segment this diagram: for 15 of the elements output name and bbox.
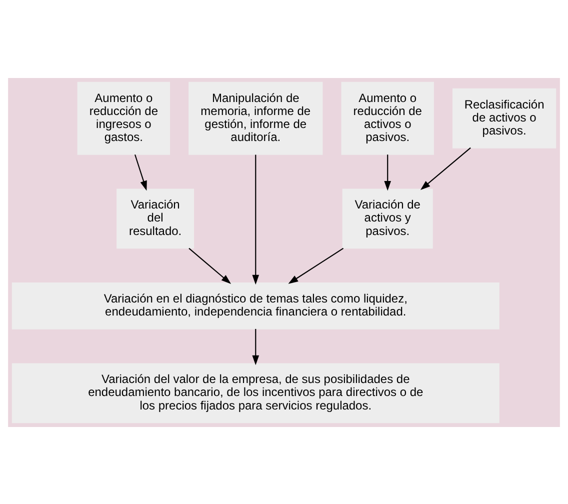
arrow xyxy=(420,146,471,190)
arrow xyxy=(188,247,232,284)
node-box: Aumento o reducción de ingresos o gastos. xyxy=(77,81,170,154)
arrow xyxy=(288,247,344,284)
node-box: Reclasificación de activos o pasivos. xyxy=(452,88,556,148)
arrow xyxy=(252,328,260,365)
node-box: Variación del valor de la empresa, de sus posibilidades de endeudamiento bancario, de los incentivos para directivos o de los precios fijados para servicios regulados. xyxy=(12,362,500,423)
node-box: Variación de activos y pasivos. xyxy=(342,188,433,248)
arrow xyxy=(384,154,392,190)
node-box: Variación en el diagnóstico de temas tales como liquidez, endeudamiento, independencia financiera o rentabilidad. xyxy=(12,282,500,329)
arrow xyxy=(252,154,260,284)
node-box: Aumento o reducción de activos o pasivos. xyxy=(341,81,434,154)
node-box: Manipulación de memoria, informe de gestión, informe de auditoría. xyxy=(188,81,323,154)
arrow xyxy=(134,154,147,190)
node-box: Variación del resultado. xyxy=(116,188,194,248)
